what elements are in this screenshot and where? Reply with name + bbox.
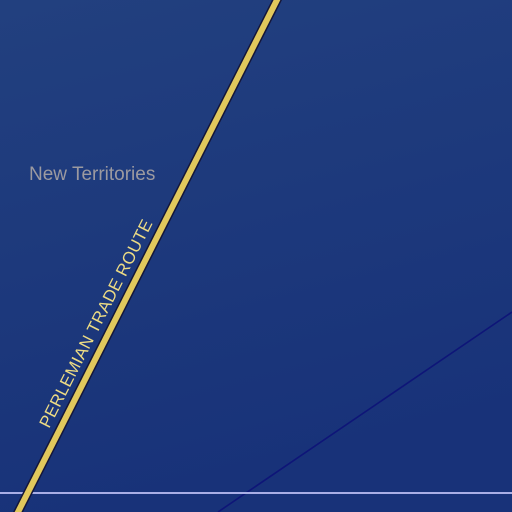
trade-route-line[interactable] <box>14 0 281 512</box>
region-label-new-territories: New Territories <box>29 164 155 185</box>
boundary-line <box>217 311 512 512</box>
